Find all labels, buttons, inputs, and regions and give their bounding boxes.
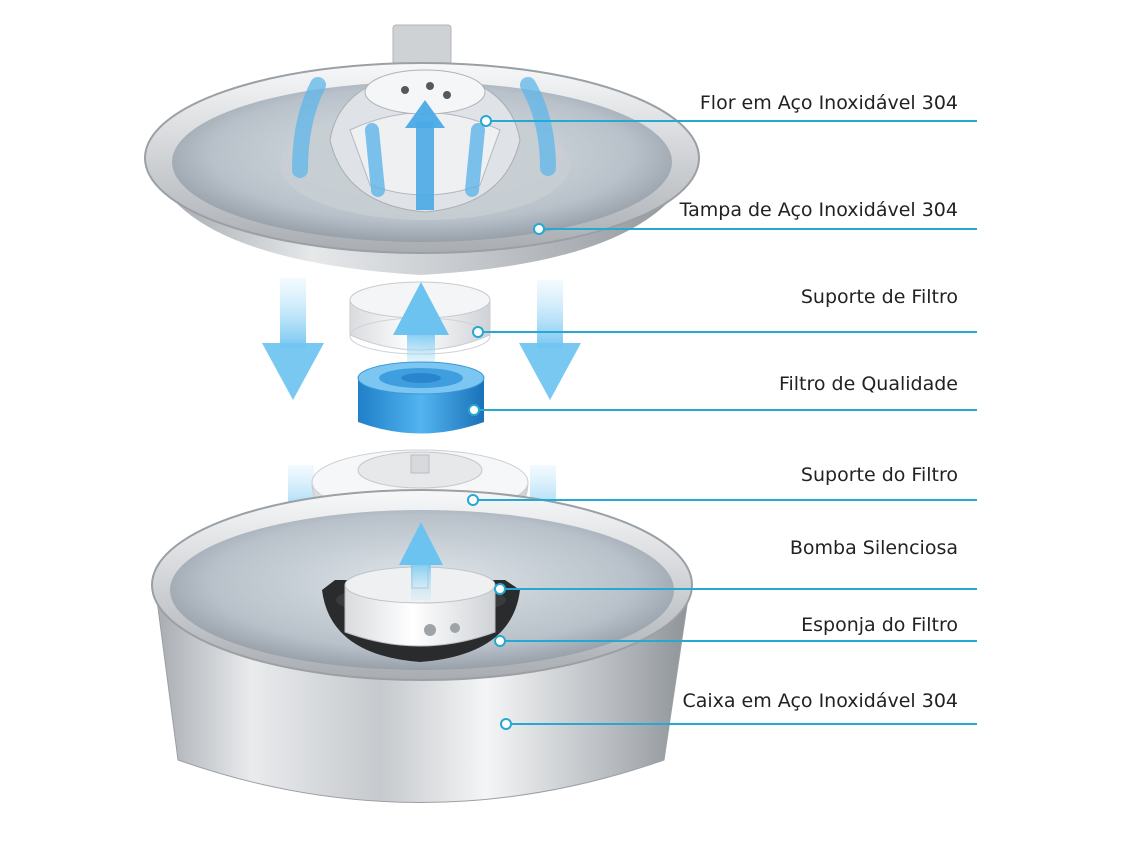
- lid: [144, 24, 700, 275]
- label-caixa: Caixa em Aço Inoxidável 304: [682, 690, 958, 712]
- label-filtro-qualidade: Filtro de Qualidade: [778, 373, 958, 395]
- leader-dot-suporte-do-filtro: [467, 494, 479, 506]
- lid-handle: [392, 24, 452, 66]
- label-bomba: Bomba Silenciosa: [789, 537, 958, 559]
- base-bowl: [151, 489, 693, 803]
- label-suporte-filtro: Suporte de Filtro: [800, 286, 958, 308]
- leader-dot-tampa: [533, 223, 545, 235]
- flow-arrow-down-right: [519, 280, 581, 400]
- flow-arrow-down-left: [262, 278, 324, 400]
- leader-dot-esponja: [494, 635, 506, 647]
- leader-dot-caixa: [500, 718, 512, 730]
- leader-dot-bomba: [494, 583, 506, 595]
- label-flor: Flor em Aço Inoxidável 304: [699, 92, 958, 114]
- pump: [344, 559, 496, 647]
- label-tampa: Tampa de Aço Inoxidável 304: [679, 199, 958, 221]
- flow-arrow-up-pump: [399, 522, 443, 600]
- leader-dot-suporte-filtro: [472, 326, 484, 338]
- label-esponja: Esponja do Filtro: [801, 614, 958, 636]
- label-suporte-do-filtro: Suporte do Filtro: [800, 464, 958, 486]
- flower: [280, 69, 570, 220]
- leader-lines: [467, 115, 977, 730]
- leader-dot-flor: [480, 115, 492, 127]
- leader-dot-filtro-qualidade: [468, 404, 480, 416]
- quality-filter: [357, 361, 485, 434]
